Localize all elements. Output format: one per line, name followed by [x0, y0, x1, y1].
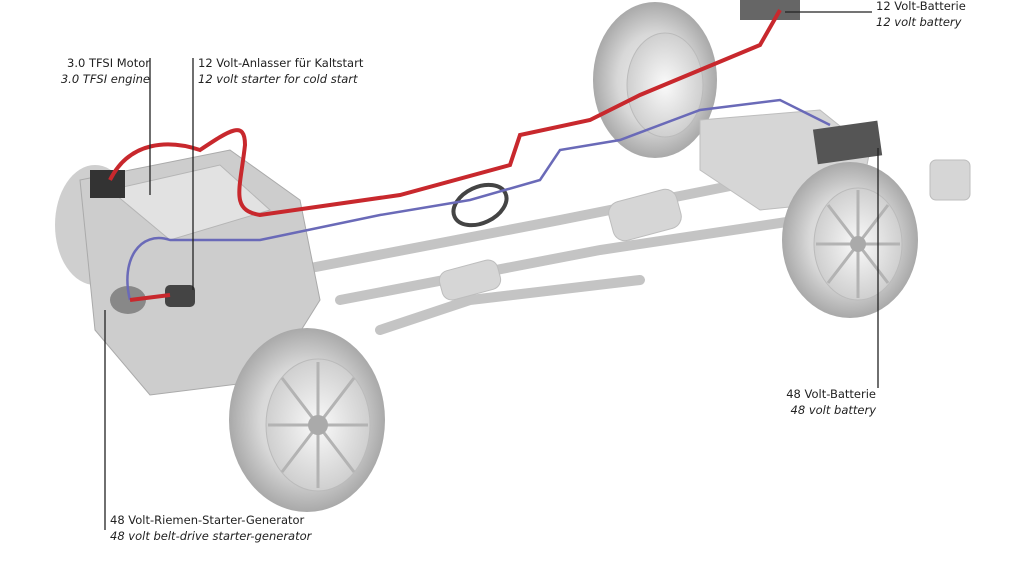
label-battery-48v: 48 Volt-Batterie 48 volt battery [786, 386, 876, 418]
label-battery-12v-en: 12 volt battery [876, 15, 962, 29]
label-battery-48v-en: 48 volt battery [790, 403, 876, 417]
wheel-rear-left [593, 2, 717, 158]
belt-starter-generator [110, 286, 146, 314]
label-engine-en: 3.0 TFSI engine [60, 72, 150, 86]
label-battery-12v-de: 12 Volt-Batterie [876, 0, 966, 13]
cable-12v [108, 9, 782, 218]
label-battery-48v-de: 48 Volt-Batterie [786, 387, 876, 401]
leader-lines [104, 11, 879, 530]
battery-12v [740, 0, 800, 20]
cable-starter [129, 293, 171, 302]
steering-wheel [451, 182, 509, 228]
label-starter-de: 12 Volt-Anlasser für Kaltstart [198, 56, 364, 70]
label-starter: 12 Volt-Anlasser für Kaltstart 12 volt s… [198, 55, 363, 87]
cable-48v [126, 98, 831, 301]
engine-control-box [90, 170, 125, 198]
label-battery-12v: 12 Volt-Batterie 12 volt battery [876, 0, 966, 30]
battery-48v [812, 120, 883, 165]
label-engine: 3.0 TFSI Motor 3.0 TFSI engine [61, 55, 150, 87]
label-bsg-de: 48 Volt-Riemen-Starter-Generator [110, 513, 305, 527]
label-bsg: 48 Volt-Riemen-Starter-Generator 48 volt… [110, 512, 311, 544]
wheel-rear-right [782, 162, 918, 318]
starter-motor [165, 285, 195, 307]
label-engine-de: 3.0 TFSI Motor [67, 56, 150, 70]
label-bsg-en: 48 volt belt-drive starter-generator [110, 529, 312, 543]
wheel-front-right [229, 328, 385, 512]
frame-rails [295, 175, 805, 335]
label-starter-en: 12 volt starter for cold start [198, 72, 358, 86]
